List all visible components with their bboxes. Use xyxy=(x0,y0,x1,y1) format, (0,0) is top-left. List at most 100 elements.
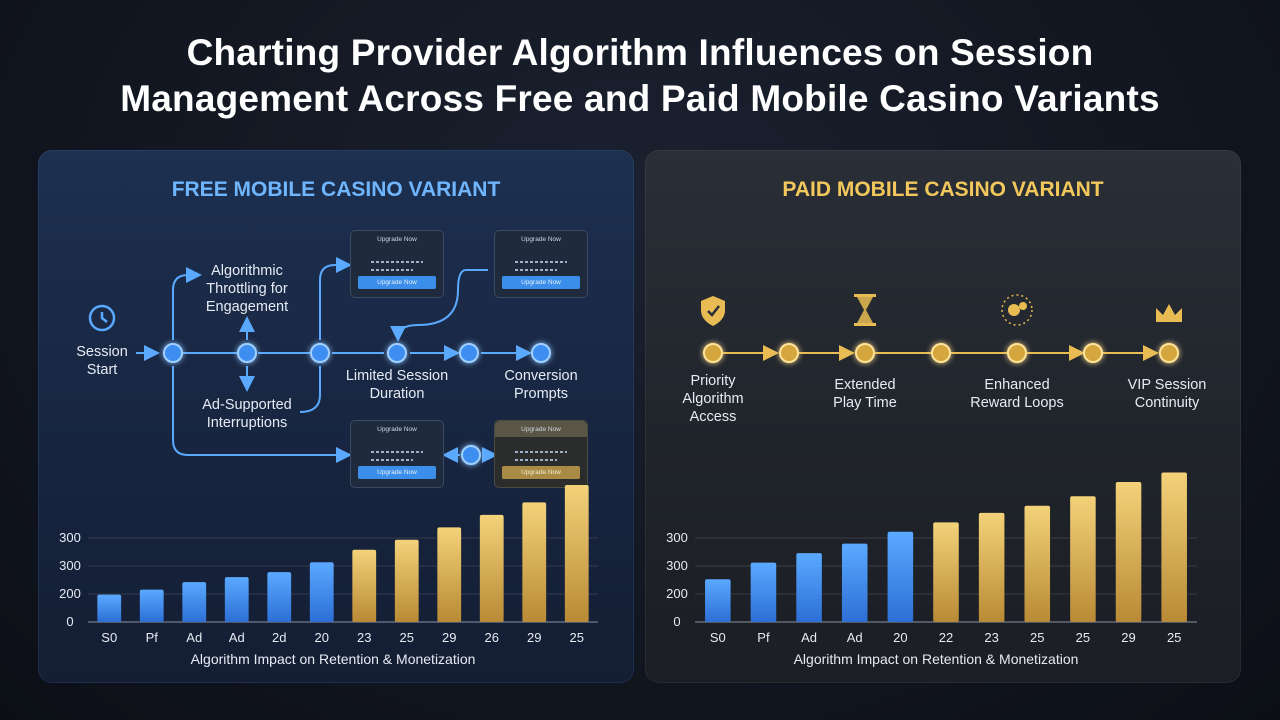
x-tick-label: 29 xyxy=(527,630,541,645)
x-tick-label: Ad xyxy=(801,630,817,645)
coins-icon xyxy=(1001,294,1033,326)
y-tick-label: 0 xyxy=(66,614,73,629)
bar xyxy=(437,527,462,622)
bar xyxy=(887,531,914,622)
upgrade-card: Upgrade Now Upgrade Now xyxy=(494,230,588,298)
bar xyxy=(394,539,419,622)
free-panel-title: FREE MOBILE CASINO VARIANT xyxy=(171,178,501,201)
x-axis-label: Algorithm Impact on Retention & Monetiza… xyxy=(794,651,1079,667)
x-tick-label: 2d xyxy=(272,630,286,645)
x-tick-label: 25 xyxy=(1030,630,1044,645)
x-tick-label: 25 xyxy=(1076,630,1090,645)
bar xyxy=(978,512,1005,622)
paid-panel-title: PAID MOBILE CASINO VARIANT xyxy=(782,178,1104,201)
bar xyxy=(841,543,868,622)
x-axis-label: Algorithm Impact on Retention & Monetiza… xyxy=(191,651,476,667)
paid-variant-panel: PAID MOBILE CASINO VARIANT xyxy=(645,150,1241,683)
upgrade-now-button[interactable]: Upgrade Now xyxy=(358,466,436,479)
x-tick-label: 26 xyxy=(485,630,499,645)
x-tick-label: Pf xyxy=(757,630,770,645)
upgrade-card-premium: Upgrade Now Upgrade Now xyxy=(494,420,588,488)
bar xyxy=(1024,505,1051,622)
y-tick-label: 0 xyxy=(673,614,680,629)
bar xyxy=(1070,496,1096,622)
y-tick-label: 200 xyxy=(666,586,688,601)
flow-node xyxy=(1007,343,1027,363)
title-line-2: Management Across Free and Paid Mobile C… xyxy=(120,78,1160,119)
free-flow-diagram xyxy=(88,257,551,465)
clock-icon xyxy=(88,304,116,332)
shield-check-icon xyxy=(701,296,725,326)
x-tick-label: 22 xyxy=(939,630,953,645)
bar xyxy=(309,562,334,622)
flow-node xyxy=(855,343,875,363)
bar xyxy=(1161,472,1187,622)
x-tick-label: 29 xyxy=(442,630,456,645)
flow-node xyxy=(931,343,951,363)
bar xyxy=(224,577,249,622)
bar xyxy=(933,522,959,622)
bar xyxy=(267,572,292,622)
x-tick-label: 20 xyxy=(315,630,329,645)
flow-node xyxy=(531,343,551,363)
flow-node xyxy=(461,445,481,465)
bar xyxy=(1115,481,1142,622)
x-tick-label: 25 xyxy=(1167,630,1181,645)
bar xyxy=(522,502,547,622)
bar xyxy=(182,582,207,622)
bar xyxy=(796,553,822,622)
flow-node xyxy=(387,343,407,363)
bar xyxy=(479,514,504,622)
x-tick-label: 29 xyxy=(1121,630,1135,645)
free-variant-panel: FREE MOBILE CASINO VARIANT xyxy=(38,150,634,683)
upgrade-now-button[interactable]: Upgrade Now xyxy=(358,276,436,289)
upgrade-card: Upgrade Now Upgrade Now xyxy=(350,420,444,488)
y-tick-label: 300 xyxy=(666,530,688,545)
flow-node xyxy=(1159,343,1179,363)
crown-icon xyxy=(1156,304,1182,322)
x-tick-label: 20 xyxy=(893,630,907,645)
upgrade-now-button[interactable]: Upgrade Now xyxy=(502,276,580,289)
x-tick-label: Ad xyxy=(847,630,863,645)
y-tick-label: 200 xyxy=(59,586,81,601)
x-tick-label: 25 xyxy=(400,630,414,645)
hourglass-icon xyxy=(854,294,876,326)
x-tick-label: Pf xyxy=(146,630,159,645)
x-tick-label: 25 xyxy=(570,630,584,645)
title-line-1: Charting Provider Algorithm Influences o… xyxy=(186,32,1094,73)
x-tick-label: 23 xyxy=(984,630,998,645)
y-tick-label: 300 xyxy=(59,558,81,573)
y-tick-label: 300 xyxy=(666,558,688,573)
paid-flow-diagram xyxy=(701,294,1182,363)
bar xyxy=(352,549,377,622)
x-tick-label: 23 xyxy=(357,630,371,645)
flow-node xyxy=(163,343,183,363)
bar xyxy=(750,562,777,622)
flow-node xyxy=(459,343,479,363)
flow-node xyxy=(237,343,257,363)
y-tick-label: 300 xyxy=(59,530,81,545)
x-tick-label: S0 xyxy=(710,630,726,645)
flow-node xyxy=(310,343,330,363)
bar xyxy=(705,579,731,622)
bar xyxy=(97,594,122,622)
bar xyxy=(564,484,589,622)
x-tick-label: Ad xyxy=(229,630,245,645)
upgrade-now-button[interactable]: Upgrade Now xyxy=(502,466,580,479)
x-tick-label: S0 xyxy=(101,630,117,645)
upgrade-card: Upgrade Now Upgrade Now xyxy=(350,230,444,298)
flow-node xyxy=(1083,343,1103,363)
flow-node xyxy=(779,343,799,363)
bar xyxy=(139,589,164,622)
x-tick-label: Ad xyxy=(186,630,202,645)
